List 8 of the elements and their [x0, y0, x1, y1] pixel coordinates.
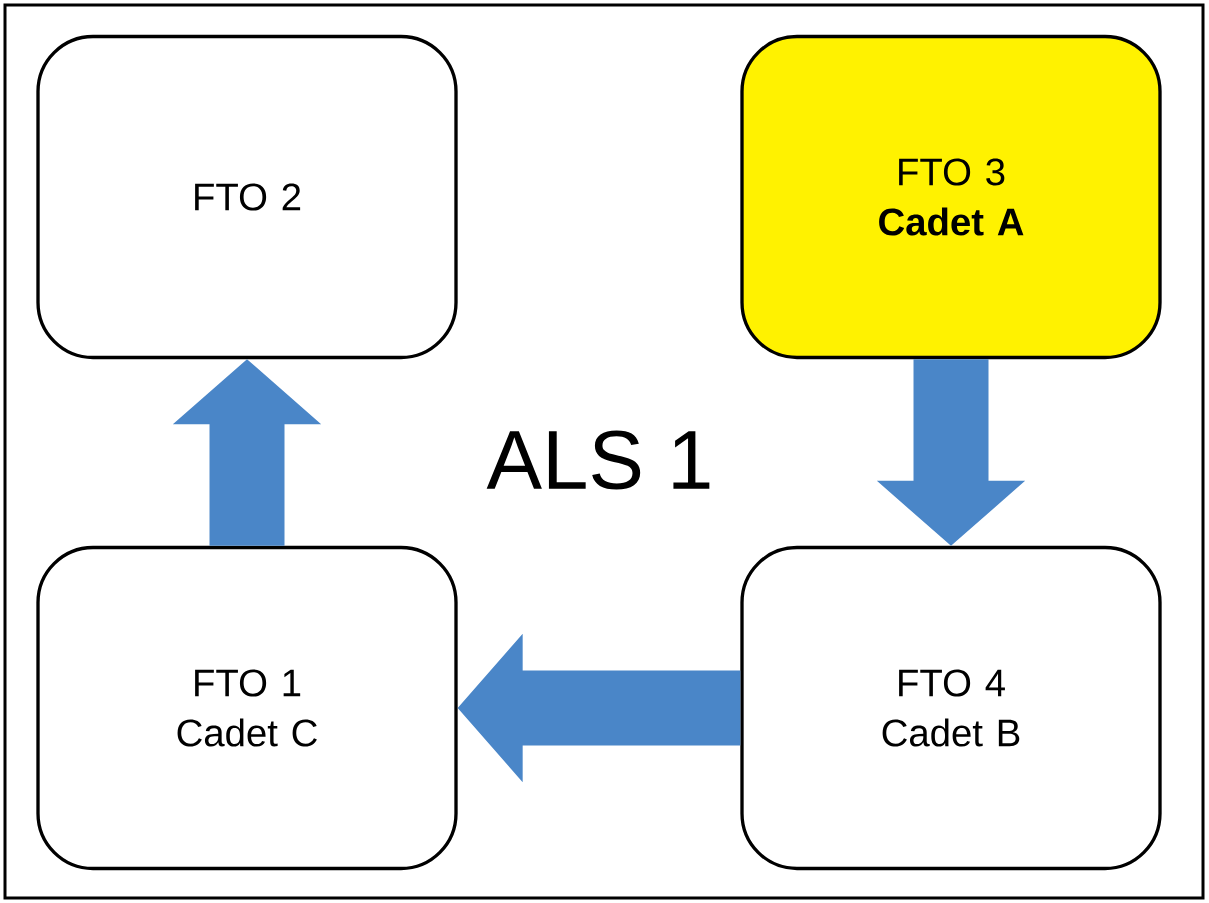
center-label: ALS 1	[486, 430, 710, 490]
block-arrow	[876, 359, 1026, 546]
rounded-box: FTO 4 Cadet B	[740, 545, 1162, 871]
block-arrow	[457, 633, 741, 783]
rounded-box: FTO 1 Cadet C	[36, 545, 458, 871]
rounded-box: FTO 3 Cadet A	[740, 34, 1162, 360]
rounded-box: FTO 2	[36, 34, 458, 360]
block-arrow	[172, 359, 322, 546]
